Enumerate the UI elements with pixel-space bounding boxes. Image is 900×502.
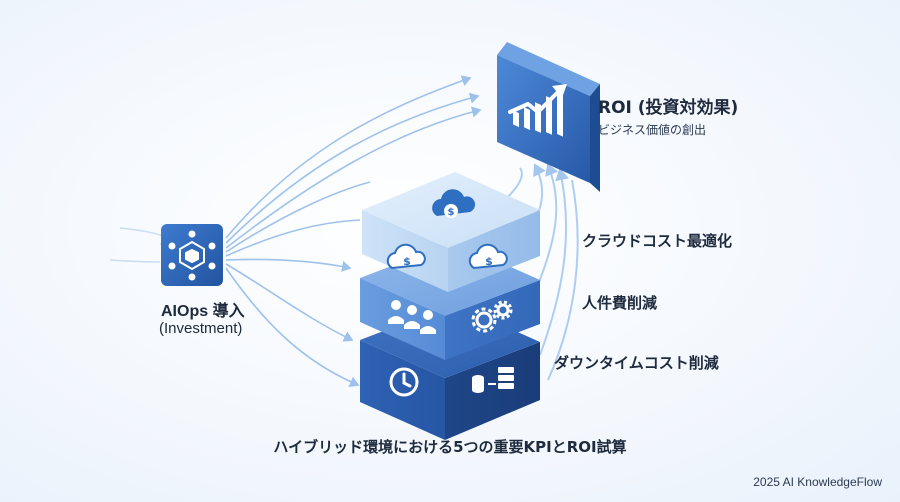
gear-icon [471, 300, 513, 333]
aiops-title: AIOps 導入 [161, 303, 245, 320]
people-icon [388, 300, 436, 334]
svg-text:$: $ [485, 255, 493, 268]
aiops-tile [161, 224, 223, 286]
network-hub-icon [168, 230, 216, 281]
investment-flow-lines [109, 75, 482, 387]
svg-text:$: $ [448, 207, 455, 218]
svg-text:$: $ [403, 255, 411, 268]
growth-chart-icon [508, 84, 567, 137]
cloud-dollar-icon: $ [432, 189, 476, 218]
diagram-caption: ハイブリッド環境における5つの重要KPIとROI試算 [273, 438, 627, 456]
credit-text: 2025 AI KnowledgeFlow [753, 475, 882, 489]
kpi-label-labor-cost: 人件費削減 [582, 294, 658, 312]
aiops-subtitle: (Investment) [159, 320, 243, 337]
block-cloud: $ $ $ [362, 172, 540, 292]
roi-subtitle: ビジネス価値の創出 [598, 123, 707, 137]
kpi-label-downtime-cost: ダウンタイムコスト削減 [554, 354, 719, 372]
cloud-dollar-icon-side: $ [468, 243, 508, 270]
roi-title: ROI (投資対効果) [598, 98, 739, 118]
cloud-dollar-icon-front: $ [386, 243, 426, 270]
roi-card [497, 42, 600, 192]
server-icon [472, 367, 514, 393]
kpi-label-cloud-cost: クラウドコスト最適化 [582, 232, 733, 250]
clock-icon [389, 367, 419, 397]
